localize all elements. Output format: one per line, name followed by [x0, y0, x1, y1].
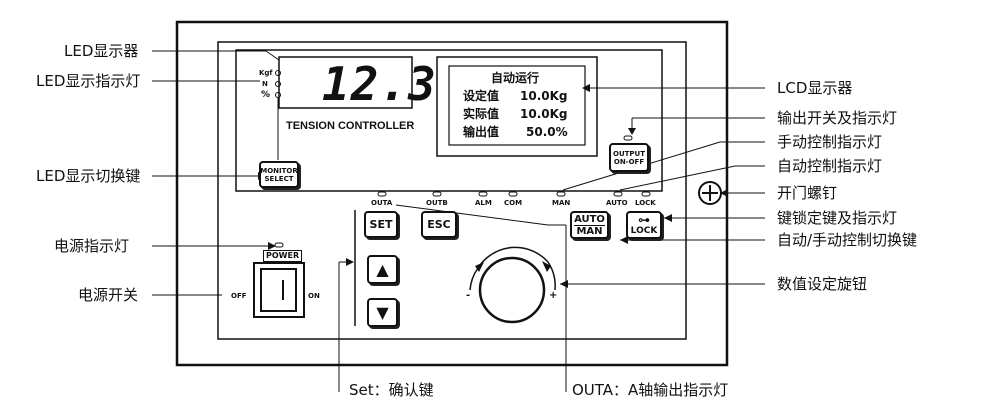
callout-lock-key: 键锁定键及指示灯 — [777, 209, 898, 227]
ind-dot-com — [508, 191, 518, 197]
ind-label-outb: OUTB — [426, 199, 448, 207]
ind-dot-output — [623, 135, 633, 141]
ind-label-alm: ALM — [475, 199, 492, 207]
lcd-window — [436, 56, 598, 157]
lock-btn-label: LOCK — [630, 225, 658, 236]
led-value: 12.3 — [322, 57, 437, 111]
power-label: POWER — [263, 250, 303, 262]
unit-n: N — [262, 80, 268, 88]
ind-dot-outa — [377, 191, 387, 197]
output-line2: ON-OFF — [613, 157, 645, 166]
controller-bezel — [217, 41, 687, 340]
power-switch-rocker — [260, 268, 297, 312]
ind-label-lock: LOCK — [635, 199, 656, 207]
callout-output-switch: 输出开关及指示灯 — [777, 109, 898, 127]
up-button[interactable]: ▲ — [367, 255, 398, 284]
callout-outa-indicator: OUTA：A轴输出指示灯 — [572, 381, 729, 399]
ind-label-outa: OUTA — [371, 199, 393, 207]
led-window — [278, 56, 413, 109]
led-indicator-kgf — [275, 70, 281, 76]
knob-plus: + — [549, 290, 558, 301]
monitor-select-line2: SELECT — [264, 174, 294, 183]
output-line1: OUTPUT — [613, 149, 645, 158]
lcd-title: 自动运行 — [491, 71, 540, 85]
callout-knob: 数值设定旋钮 — [777, 275, 868, 293]
callout-door-screw: 开门螺钉 — [777, 184, 838, 202]
led-indicator-n — [275, 81, 281, 87]
ind-dot-lock — [641, 191, 651, 197]
set-button[interactable]: SET — [364, 211, 398, 238]
callout-power-indicator: 电源指示灯 — [54, 237, 130, 255]
lcd-row-1-value: 10.0Kg — [520, 89, 568, 103]
lcd-row-1-label: 设定值 — [463, 89, 500, 103]
monitor-select-button[interactable]: MONITOR SELECT — [259, 161, 299, 188]
callout-lcd-display: LCD显示器 — [777, 79, 853, 97]
ind-label-com: COM — [504, 199, 523, 207]
auto-man-button[interactable]: AUTO MAN — [570, 211, 609, 239]
power-indicator-dot — [274, 242, 284, 248]
off-label: OFF — [231, 292, 247, 300]
callout-led-switch-key: LED显示切换键 — [36, 167, 141, 185]
callout-manual-indicator: 手动控制指示灯 — [777, 133, 883, 151]
auto-btn-label: AUTO — [574, 213, 605, 226]
callout-led-indicator: LED显示指示灯 — [36, 72, 141, 90]
lcd-row-3-value: 50.0% — [526, 125, 568, 139]
power-switch[interactable] — [261, 269, 296, 311]
ind-dot-alm — [478, 191, 488, 197]
unit-pct: % — [261, 90, 271, 100]
lcd-inner — [448, 65, 586, 146]
knob-body — [478, 256, 546, 324]
ind-label-man: MAN — [552, 199, 571, 207]
power-switch-frame — [253, 262, 305, 318]
led-indicator-pct — [275, 92, 281, 98]
tension-controller-label: TENSION CONTROLLER — [286, 120, 415, 132]
callout-led-display: LED显示器 — [64, 42, 139, 60]
lcd-row-2-value: 10.0Kg — [520, 107, 568, 121]
ind-dot-auto — [613, 191, 623, 197]
ind-dot-outb — [432, 191, 442, 197]
esc-button[interactable]: ESC — [421, 211, 457, 238]
man-btn-label: MAN — [576, 225, 603, 237]
callout-set-key: Set：确认键 — [349, 381, 434, 399]
lock-button[interactable]: ⊶ LOCK — [626, 211, 662, 239]
monitor-select-line1: MONITOR — [260, 166, 298, 175]
value-setting-knob[interactable] — [480, 258, 544, 322]
callout-power-switch: 电源开关 — [78, 286, 139, 304]
key-icon: ⊶ — [638, 212, 650, 227]
lcd-row-2-label: 实际值 — [463, 107, 500, 121]
callout-auto-manual-key: 自动/手动控制切换键 — [777, 231, 918, 249]
output-on-off-button[interactable]: OUTPUT ON-OFF — [609, 143, 649, 172]
ind-dot-man — [556, 191, 566, 197]
unit-kgf: Kgf — [259, 69, 273, 77]
knob-minus: - — [466, 290, 471, 301]
callout-auto-indicator: 自动控制指示灯 — [777, 157, 883, 175]
display-panel — [235, 49, 663, 192]
down-button[interactable]: ▼ — [367, 298, 398, 327]
ind-label-auto: AUTO — [606, 199, 628, 207]
lcd-row-3-label: 输出值 — [463, 125, 500, 139]
on-label: ON — [308, 292, 320, 300]
